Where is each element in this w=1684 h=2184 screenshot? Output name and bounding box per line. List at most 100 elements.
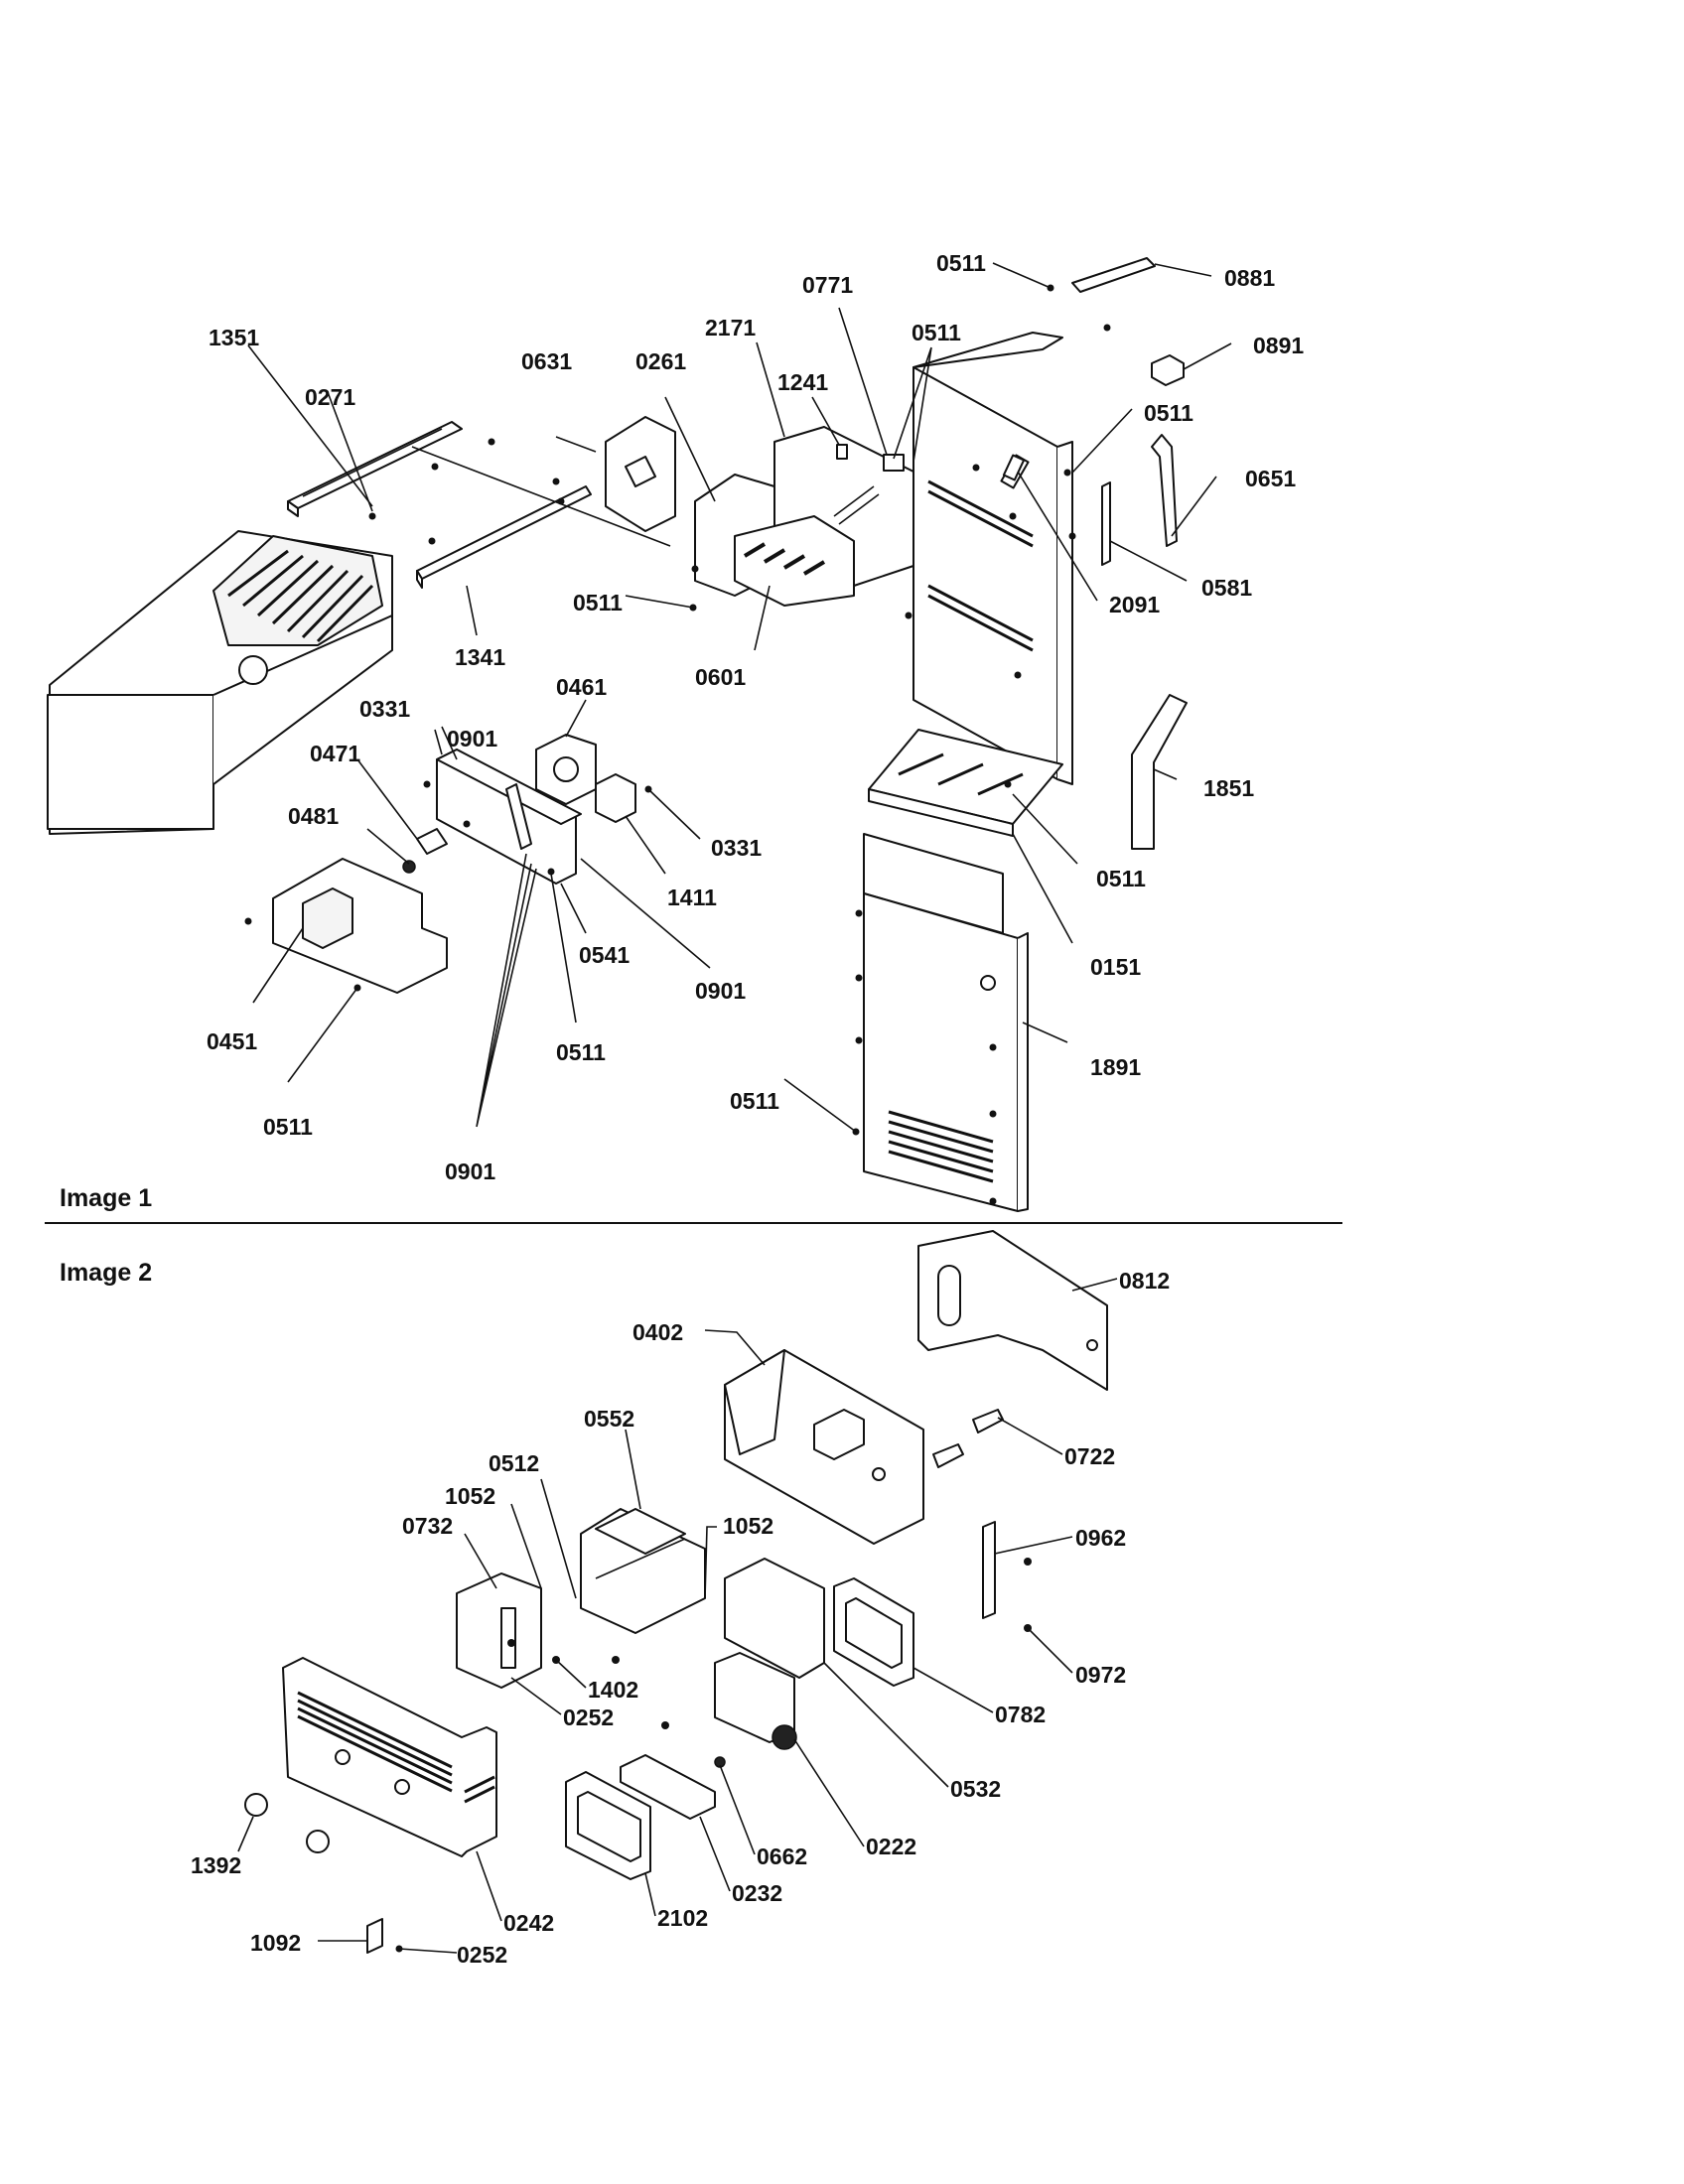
callout-0532: 0532 [950,1776,1001,1802]
image2-leaders [237,1278,1118,1954]
callout-0512: 0512 [489,1450,539,1476]
callout-0722: 0722 [1064,1443,1115,1469]
callout-0252-a: 0252 [563,1705,614,1730]
frame-0552-part [580,1508,706,1634]
callout-0881: 0881 [1224,265,1275,291]
duct-0651-part [1151,434,1178,547]
connector-0771-part [883,454,905,472]
callout-2171: 2171 [705,315,756,341]
callout-0222: 0222 [866,1834,916,1859]
callout-0511-e: 0511 [556,1039,606,1065]
rail-1341-part [416,478,592,589]
callout-0511-c: 0511 [1144,400,1193,426]
callout-0461: 0461 [556,674,607,700]
lever-0232-part [620,1754,716,1820]
callout-0511-d: 0511 [573,590,623,615]
strip-1851-part [1131,694,1188,850]
callout-0901-b: 0901 [695,978,746,1004]
housing-0451-part [244,858,448,994]
callout-0331-b: 0331 [711,835,762,861]
callout-0511-f: 0511 [263,1114,313,1140]
callout-0252-b: 0252 [457,1942,507,1968]
clip-1092-part [366,1918,383,1954]
callout-0732: 0732 [402,1513,453,1539]
callout-1851: 1851 [1203,775,1254,801]
callout-1351: 1351 [209,325,259,350]
clip-1241-part [836,444,848,460]
callout-2102: 2102 [657,1905,708,1931]
callout-0631: 0631 [521,348,572,374]
callout-1341: 1341 [455,644,505,670]
callout-1052-b: 1052 [723,1513,773,1539]
callout-0552: 0552 [584,1406,634,1432]
part-2091 [1002,454,1026,481]
callout-0271: 0271 [305,384,355,410]
bracket-0812-part [917,1230,1108,1391]
back-panel-part [905,332,1073,785]
callout-0151: 0151 [1090,954,1141,980]
spacer-0722-part [932,1443,964,1468]
plate-2102-part [565,1771,651,1880]
housing-0402-part [724,1349,924,1545]
callout-0782: 0782 [995,1702,1046,1727]
callout-0651: 0651 [1245,466,1296,491]
actuator-0222-part [661,1652,797,1750]
block-1411-part [595,773,636,823]
bracket-0631-part [605,416,676,532]
knob-1392b-part [306,1830,330,1853]
callout-0451: 0451 [207,1028,257,1054]
switch-0471-part [416,828,448,855]
callout-0471: 0471 [310,741,360,766]
image1-callouts: 1351 0271 0631 0261 2171 1241 0771 0511 … [207,250,1304,1184]
callout-1392: 1392 [191,1852,241,1878]
rail-1351-part [287,421,495,520]
callout-0261: 0261 [635,348,686,374]
front-panel-0242-part [282,1657,497,1857]
callout-0511-h: 0511 [730,1088,779,1114]
bracket-0732-part [456,1572,620,1689]
callout-0601: 0601 [695,664,746,690]
callout-0581: 0581 [1201,575,1252,601]
image2-parts [237,1230,1118,1954]
motor-0461-part [535,734,597,805]
section-title-image1: Image 1 [60,1184,152,1212]
ice-bucket-part [47,530,393,835]
callout-0232: 0232 [732,1880,782,1906]
ice-maker-part [689,426,914,612]
knob-1392-part [244,1793,268,1817]
callout-0481: 0481 [288,803,339,829]
callout-0891: 0891 [1253,333,1304,358]
callout-0901-a: 0901 [447,726,497,751]
callout-2091: 2091 [1109,592,1160,617]
callout-0511-b: 0511 [936,250,986,276]
callout-1402: 1402 [588,1677,638,1703]
callout-1891: 1891 [1090,1054,1141,1080]
section-title-image2: Image 2 [60,1259,152,1287]
image1-parts [47,257,1232,1212]
shelf-0151-part [868,729,1063,837]
callout-0771: 0771 [802,272,853,298]
lower-panel-1891-part [852,833,1029,1212]
callout-0511-g: 0511 [1096,866,1146,891]
callout-0541: 0541 [579,942,630,968]
callout-1411: 1411 [667,885,717,910]
callout-0511-a: 0511 [912,320,961,345]
callout-1241: 1241 [777,369,828,395]
spacer-0722b-part [972,1409,1004,1433]
callout-0331-a: 0331 [359,696,410,722]
callout-0972: 0972 [1075,1662,1126,1688]
callout-0962: 0962 [1075,1525,1126,1551]
bracket-0581-part [1101,481,1111,566]
bar-0962-part [982,1521,996,1619]
callout-0662: 0662 [757,1843,807,1869]
image2-callouts: 0812 0402 0722 0552 0512 1052 0732 1052 … [191,1268,1170,1968]
screw-0481-part [402,860,416,874]
bracket-0881-part [1071,257,1156,293]
callout-1052-a: 1052 [445,1483,495,1509]
callout-1092: 1092 [250,1930,301,1956]
cube-0891-part [1151,354,1185,386]
callout-0901-c: 0901 [445,1159,495,1184]
callout-0242: 0242 [503,1910,554,1936]
image1-leaders [247,262,1232,1133]
